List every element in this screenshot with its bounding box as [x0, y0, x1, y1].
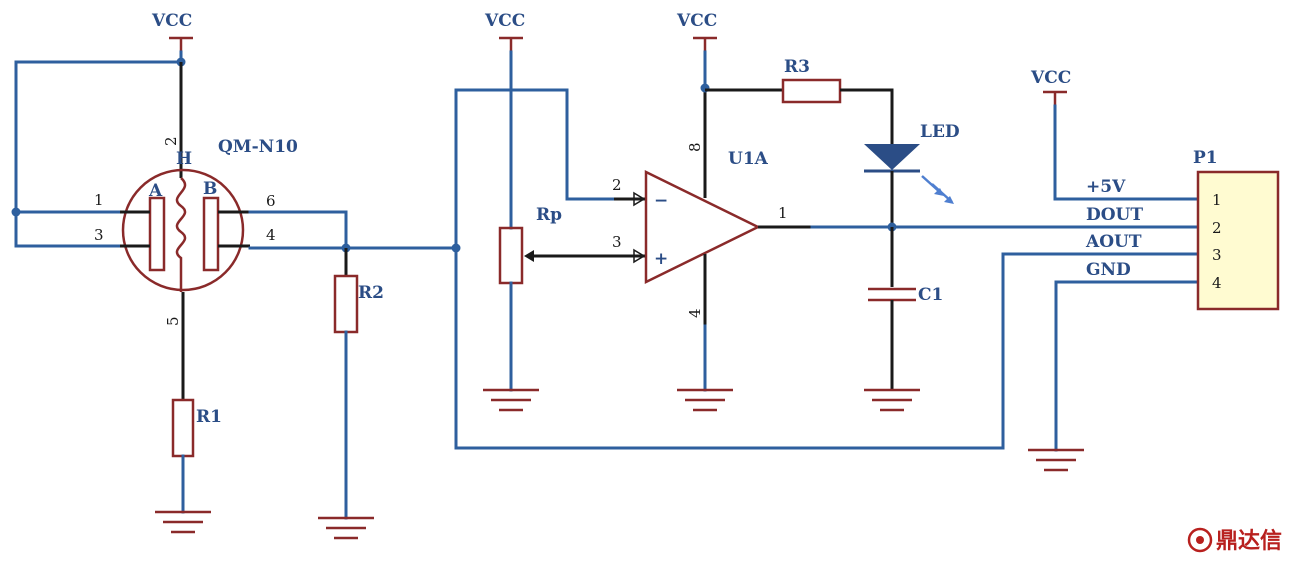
- opamp-u1a: − + U1A: [633, 149, 769, 285]
- sensor-pin-5: 5: [164, 316, 182, 326]
- p1-pin-3: 3: [1212, 246, 1222, 264]
- ground-symbol-r2: [318, 516, 374, 540]
- vcc-symbol-rp: VCC: [484, 11, 525, 52]
- ground-symbol-c1: [864, 388, 920, 412]
- opamp-pin-2: 2: [612, 176, 622, 194]
- vcc-symbol-connector: VCC: [1030, 68, 1071, 106]
- r2-label: R2: [358, 283, 384, 303]
- vcc-label-opamp: VCC: [676, 11, 717, 31]
- ground-symbol-opamp: [677, 388, 733, 412]
- net-label-dout: DOUT: [1086, 205, 1143, 225]
- r3-label: R3: [784, 57, 810, 77]
- capacitor-c1: C1: [868, 285, 943, 305]
- opamp-pin-1: 1: [778, 204, 788, 222]
- opamp-pin-8: 8: [686, 142, 704, 152]
- watermark-logo: 鼎达信: [1187, 527, 1282, 554]
- net-label-5v: +5V: [1086, 177, 1126, 197]
- sensor-pin-1: 1: [94, 191, 104, 209]
- net-label-aout: AOUT: [1085, 232, 1142, 252]
- sensor-pin-6: 6: [266, 192, 276, 210]
- c1-label: C1: [918, 285, 943, 305]
- ground-symbol-connector: [1028, 448, 1084, 472]
- potentiometer-rp: Rp: [498, 205, 562, 285]
- vcc-symbol-sensor: VCC: [151, 11, 193, 52]
- junction-node: [11, 207, 21, 217]
- sensor-name: QM-N10: [218, 137, 298, 157]
- resistor-r2: R2: [333, 274, 384, 334]
- opamp-pin-3: 3: [612, 233, 622, 251]
- vcc-label-rp: VCC: [484, 11, 525, 31]
- watermark-text: 鼎达信: [1216, 528, 1282, 554]
- sensor-pin-3: 3: [94, 226, 104, 244]
- vcc-symbol-opamp: VCC: [676, 11, 717, 52]
- p1-label: P1: [1193, 148, 1218, 168]
- resistor-r3: R3: [781, 57, 842, 104]
- sensor-h-label: H: [176, 149, 192, 169]
- sensor-a-label: A: [148, 181, 163, 201]
- opamp-minus: −: [654, 191, 668, 211]
- resistor-r1: R1: [171, 398, 222, 458]
- vcc-label-sensor: VCC: [151, 11, 192, 31]
- r1-label: R1: [196, 407, 222, 427]
- opamp-pin-4: 4: [686, 308, 704, 318]
- p1-pin-1: 1: [1212, 191, 1222, 209]
- sensor-pin-4: 4: [266, 226, 276, 244]
- ground-symbol-rp: [483, 388, 539, 412]
- p1-pin-4: 4: [1212, 274, 1222, 292]
- u1a-label: U1A: [728, 149, 769, 169]
- vcc-label-connector: VCC: [1030, 68, 1071, 88]
- connector-p1: P1 1 2 3 4: [1193, 148, 1280, 311]
- rp-label: Rp: [536, 205, 562, 225]
- gas-sensor-qm-n10: QM-N10 H A B: [121, 137, 298, 292]
- opamp-plus: +: [654, 249, 668, 269]
- net-label-gnd: GND: [1086, 260, 1131, 280]
- sensor-loop-wire: [14, 60, 183, 248]
- sensor-b-label: B: [203, 179, 217, 199]
- led-label: LED: [920, 122, 960, 142]
- led-indicator: LED: [864, 122, 960, 204]
- p1-pin-2: 2: [1212, 219, 1222, 237]
- sensor-signal-wire: [454, 88, 1200, 450]
- sensor-pin-2: 2: [162, 136, 180, 146]
- ground-symbol-r1: [155, 510, 211, 534]
